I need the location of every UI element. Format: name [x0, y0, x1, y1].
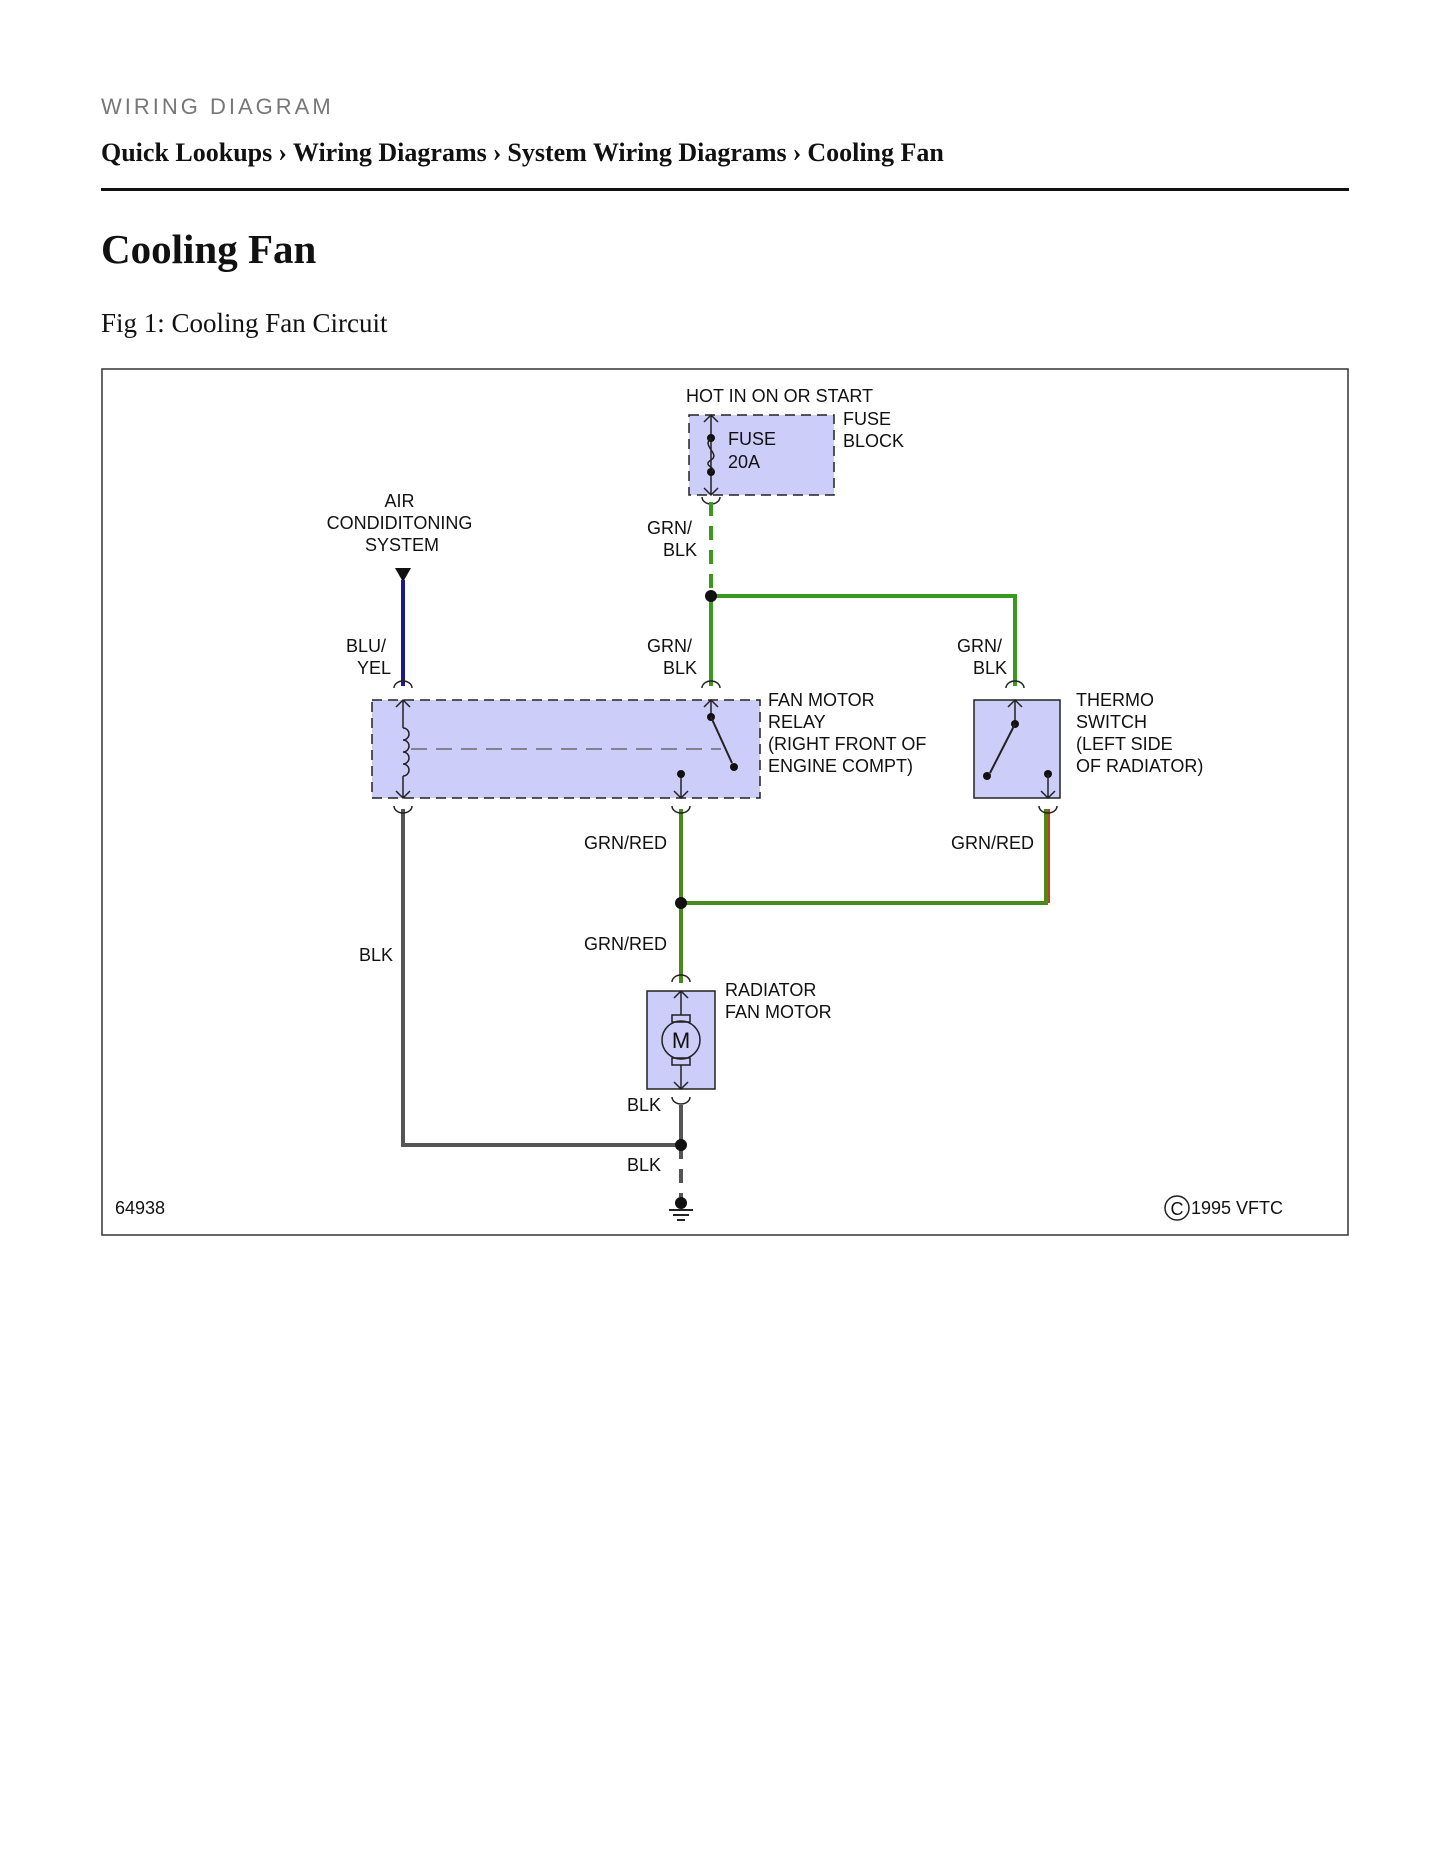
relay-switch-icon [710, 716, 733, 764]
hot-label: HOT IN ON OR START [686, 386, 873, 406]
wire-label-grn-red-thermo: GRN/RED [951, 833, 1034, 853]
copyright-icon [1164, 1195, 1190, 1221]
fuse-name: FUSE [728, 429, 776, 449]
wiring-diagram: HOT IN ON OR START FUSE 20A FUSE BLOCK A… [101, 368, 1349, 1236]
breadcrumb-separator: › [492, 138, 502, 167]
fuse-block [688, 413, 835, 505]
ac-system-label: AIR CONDIDITONING SYSTEM [327, 491, 478, 555]
wire-label-grn-red-motor: GRN/RED [584, 934, 667, 954]
wire-label-blk-motor: BLK [627, 1095, 661, 1115]
relay-coil-icon [402, 727, 410, 777]
breadcrumb-wiring-diagrams[interactable]: Wiring Diagrams [292, 138, 487, 167]
copyright-symbol: C [1171, 1199, 1184, 1219]
motor-symbol-letter: M [672, 1028, 690, 1053]
wire-blk-relay [401, 809, 681, 1147]
fuse-block-label: FUSE BLOCK [843, 409, 904, 451]
copyright-text: 1995 VFTC [1191, 1198, 1283, 1218]
breadcrumb-quick-lookups[interactable]: Quick Lookups [101, 138, 273, 167]
thermo-switch-contact-icon [989, 723, 1016, 774]
diagram-frame [101, 368, 1349, 1236]
fan-motor-label: RADIATOR FAN MOTOR [725, 980, 832, 1022]
breadcrumb-separator: › [792, 138, 802, 167]
thermo-switch-box [973, 699, 1061, 799]
splice-grn-blk [705, 590, 717, 602]
breadcrumb-system-wiring-diagrams[interactable]: System Wiring Diagrams [507, 138, 787, 167]
fan-motor-relay [371, 680, 761, 814]
wire-grn-red-thermo [681, 809, 1048, 905]
fuse-rating: 20A [728, 452, 760, 472]
wire-label-blu-yel: BLU/ YEL [346, 636, 391, 678]
wire-label-blk-ground: BLK [627, 1155, 661, 1175]
wire-grn-blk-to-thermo [711, 594, 1017, 686]
page-eyebrow: WIRING DIAGRAM [101, 94, 334, 119]
wire-label-grn-blk-relay: GRN/ BLK [647, 636, 697, 678]
figure-id: 64938 [115, 1198, 165, 1218]
radiator-fan-motor [646, 974, 716, 1105]
wire-label-grn-blk-thermo: GRN/ BLK [957, 636, 1007, 678]
ground-icon [669, 1197, 693, 1221]
thermo-switch-label: THERMO SWITCH (LEFT SIDE OF RADIATOR) [1076, 690, 1203, 776]
thermo-switch [973, 680, 1061, 814]
relay-label: FAN MOTOR RELAY (RIGHT FRONT OF ENGINE C… [768, 690, 931, 776]
splice-grn-red [675, 897, 687, 909]
breadcrumb-current-cooling-fan: Cooling Fan [807, 138, 944, 167]
breadcrumb: Quick Lookups›Wiring Diagrams›System Wir… [101, 138, 944, 168]
motor-symbol-icon [661, 1020, 701, 1060]
wire-label-grn-blk-fuse: GRN/ BLK [647, 518, 697, 560]
breadcrumb-separator: › [278, 138, 287, 167]
page-title: Cooling Fan [101, 226, 317, 272]
wire-label-blk-relay: BLK [359, 945, 393, 965]
wire-label-grn-red-relay: GRN/RED [584, 833, 667, 853]
ac-connector-arrow-icon [395, 568, 411, 582]
splice-blk [675, 1139, 687, 1151]
header-divider [101, 188, 1349, 191]
figure-caption: Fig 1: Cooling Fan Circuit [101, 308, 388, 338]
fuse-element-icon [707, 437, 715, 473]
